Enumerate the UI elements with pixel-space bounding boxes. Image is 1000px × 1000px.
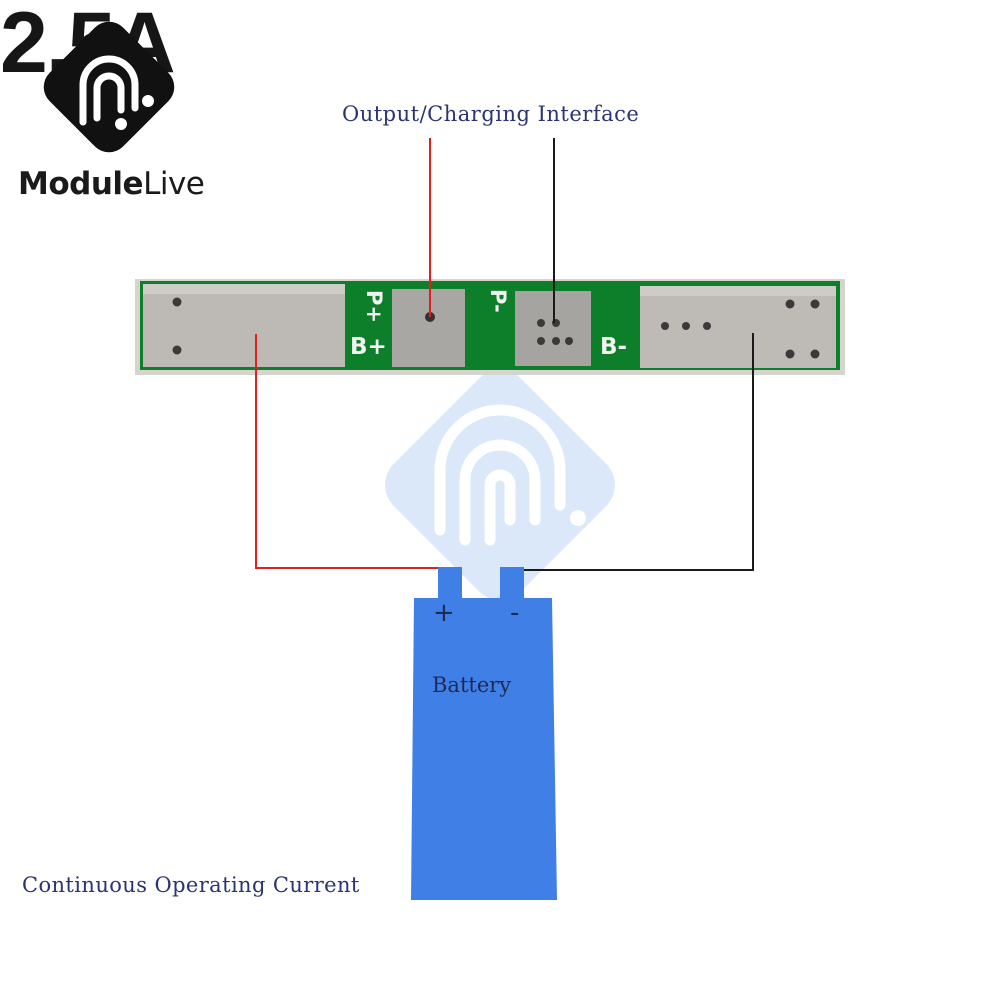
battery-label: Battery	[432, 673, 512, 697]
battery-positive-tab	[438, 567, 462, 600]
battery-plus-label: +	[433, 598, 455, 628]
p-plus-pad	[392, 289, 465, 367]
black-battery-wire	[513, 333, 754, 571]
left-nickel-pad	[143, 284, 345, 367]
interface-label: Output/Charging Interface	[342, 102, 640, 126]
battery-negative-tab	[500, 567, 524, 600]
red-battery-wire	[255, 334, 455, 569]
pcb-label-b-plus: B+	[350, 334, 387, 360]
pcb-label-p-plus: P+	[362, 290, 386, 323]
modulelive-logo	[43, 21, 175, 153]
battery-minus-label: -	[510, 598, 520, 628]
pcb-label-b-minus: B-	[600, 334, 628, 360]
battery	[411, 567, 557, 900]
pcb-label-p-minus: P-	[486, 289, 510, 313]
right-nickel-pad	[640, 286, 836, 368]
modulelive-watermark	[385, 370, 615, 600]
brand-name: ModuleLive	[18, 166, 218, 202]
current-caption: Continuous Operating Current	[22, 873, 360, 897]
wires	[255, 138, 754, 571]
brand-name-bold: Module	[18, 166, 144, 202]
brand-name-light: Live	[143, 166, 205, 202]
